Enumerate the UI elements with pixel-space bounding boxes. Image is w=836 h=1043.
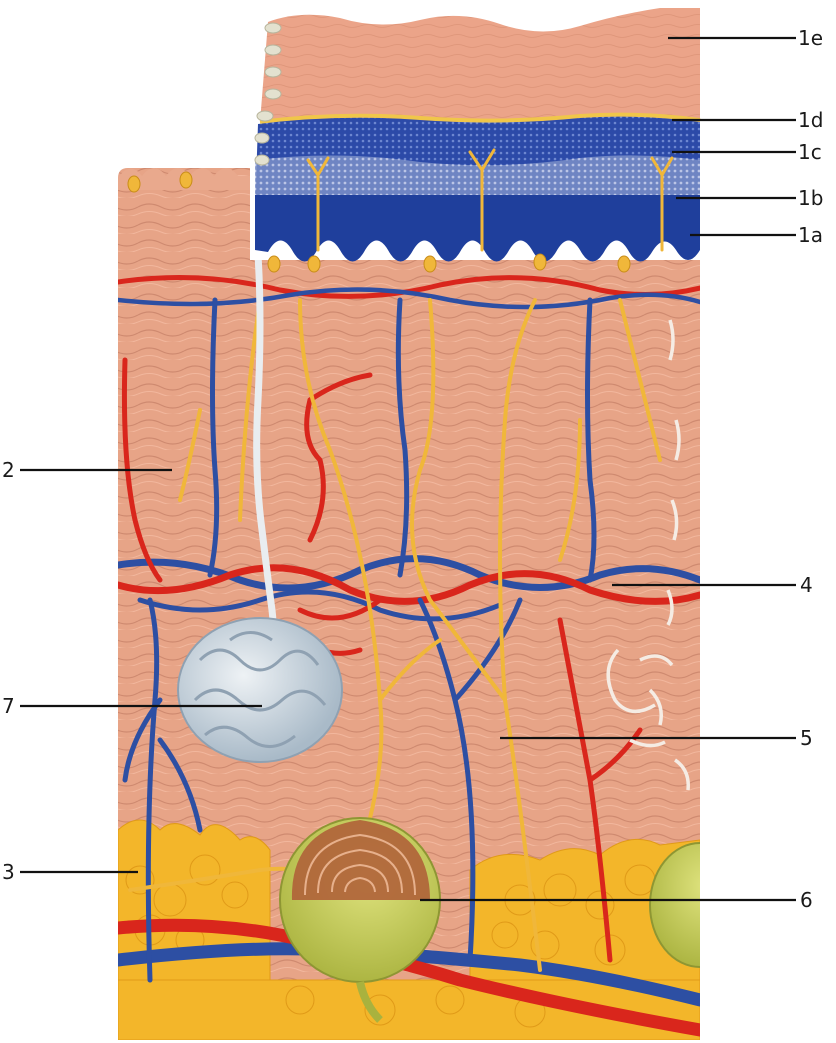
label-1e-text: 1e bbox=[798, 26, 823, 50]
label-1a: 1a bbox=[690, 223, 823, 247]
label-1c-text: 1c bbox=[798, 140, 822, 164]
label-1d-text: 1d bbox=[798, 108, 823, 132]
label-1b-text: 1b bbox=[798, 186, 823, 210]
label-4-text: 4 bbox=[800, 573, 813, 597]
label-6-text: 6 bbox=[800, 888, 813, 912]
label-2-text: 2 bbox=[2, 458, 15, 482]
label-3-text: 3 bbox=[2, 860, 15, 884]
label-3: 3 bbox=[2, 860, 138, 884]
sweat-gland bbox=[178, 618, 342, 762]
label-5-text: 5 bbox=[800, 726, 813, 750]
label-7-text: 7 bbox=[2, 694, 15, 718]
label-1a-text: 1a bbox=[798, 223, 823, 247]
